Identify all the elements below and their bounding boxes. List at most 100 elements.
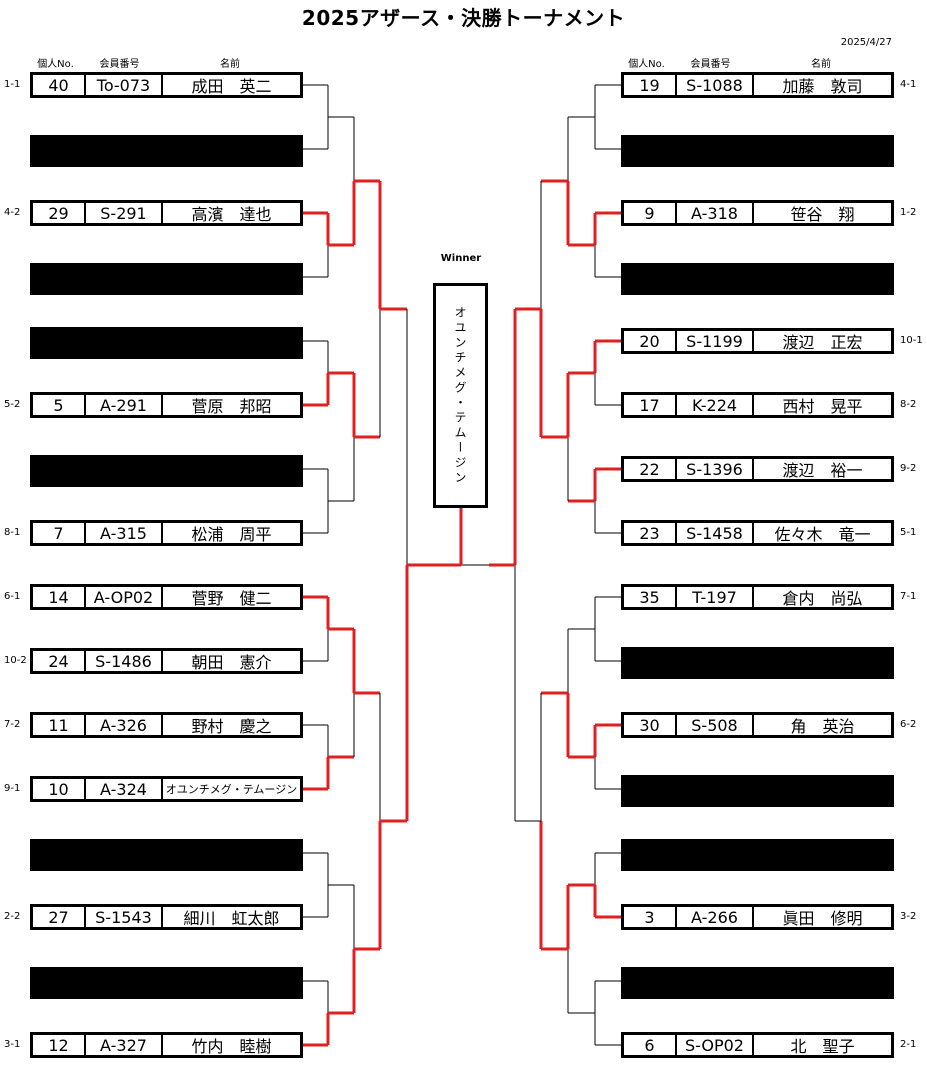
seed-label: 7-1 <box>900 591 917 602</box>
player-name: 菅野 健二 <box>191 589 272 607</box>
player-no: 3 <box>624 907 677 927</box>
right-bye-slot <box>621 263 894 295</box>
player-no: 20 <box>624 331 677 351</box>
seed-label: 5-1 <box>900 527 917 538</box>
player-no: 24 <box>33 651 86 671</box>
left-bye-slot <box>30 263 303 295</box>
seed-label: 6-1 <box>4 591 21 602</box>
player-no: 9 <box>624 203 677 223</box>
player-no: 10 <box>33 779 86 799</box>
player-name: 細川 虹太郎 <box>183 909 280 927</box>
seed-label: 8-2 <box>900 399 917 410</box>
header-member-right: 会員番号 <box>690 59 731 70</box>
member-id: A-OP02 <box>86 587 163 607</box>
player-name: 加藤 敦司 <box>782 77 863 95</box>
header-no-right: 個人No. <box>628 59 665 70</box>
player-name: 竹内 睦樹 <box>191 1037 272 1055</box>
player-no: 23 <box>624 523 677 543</box>
seed-label: 6-2 <box>900 719 917 730</box>
page-title: 2025アザース・決勝トーナメント <box>301 6 626 30</box>
member-id: A-327 <box>86 1035 163 1055</box>
player-name: 成田 英二 <box>191 77 272 95</box>
right-bye-slot <box>621 775 894 807</box>
right-bye-slot <box>621 839 894 871</box>
seed-label: 10-2 <box>4 655 27 666</box>
player-name: 倉内 尚弘 <box>782 589 863 607</box>
player-name: 北 聖子 <box>790 1037 855 1055</box>
player-no: 11 <box>33 715 86 735</box>
winner-box: オユンチメグ・テムージン <box>433 283 488 508</box>
player-name: 角 英治 <box>790 717 855 735</box>
seed-label: 9-2 <box>900 463 917 474</box>
player-name: 松浦 周平 <box>191 525 272 543</box>
left-bye-slot <box>30 839 303 871</box>
player-name: 西村 晃平 <box>782 397 863 415</box>
member-id: S-1199 <box>677 331 754 351</box>
member-id: A-291 <box>86 395 163 415</box>
seed-label: 8-1 <box>4 527 21 538</box>
seed-label: 10-1 <box>900 335 923 346</box>
seed-label: 4-2 <box>4 207 21 218</box>
member-id: S-1396 <box>677 459 754 479</box>
header-name-right: 名前 <box>811 59 831 70</box>
seed-label: 1-1 <box>4 79 21 90</box>
player-name: 渡辺 正宏 <box>782 333 863 351</box>
left-bye-slot <box>30 327 303 359</box>
player-name: 渡辺 裕一 <box>782 461 863 479</box>
winner-label: Winner <box>440 253 482 264</box>
right-bye-slot <box>621 647 894 679</box>
seed-label: 5-2 <box>4 399 21 410</box>
member-id: A-318 <box>677 203 754 223</box>
seed-label: 2-1 <box>900 1039 917 1050</box>
left-bye-slot <box>30 967 303 999</box>
player-no: 27 <box>33 907 86 927</box>
seed-label: 9-1 <box>4 783 21 794</box>
left-bye-slot <box>30 135 303 167</box>
player-no: 29 <box>33 203 86 223</box>
member-id: T-197 <box>677 587 754 607</box>
member-id: A-266 <box>677 907 754 927</box>
header-no-left: 個人No. <box>37 59 74 70</box>
member-id: S-1088 <box>677 75 754 95</box>
seed-label: 2-2 <box>4 911 21 922</box>
player-no: 7 <box>33 523 86 543</box>
player-no: 6 <box>624 1035 677 1055</box>
date-label: 2025/4/27 <box>840 37 892 48</box>
player-name: 佐々木 竜一 <box>774 525 871 543</box>
seed-label: 4-1 <box>900 79 917 90</box>
member-id: A-315 <box>86 523 163 543</box>
member-id: S-508 <box>677 715 754 735</box>
member-id: S-1486 <box>86 651 163 671</box>
member-id: S-291 <box>86 203 163 223</box>
seed-label: 3-1 <box>4 1039 21 1050</box>
player-name: オユンチメグ・テムージン <box>165 783 298 796</box>
left-bye-slot <box>30 455 303 487</box>
player-name: 眞田 修明 <box>782 909 863 927</box>
right-bye-slot <box>621 135 894 167</box>
player-no: 5 <box>33 395 86 415</box>
player-no: 40 <box>33 75 86 95</box>
member-id: A-324 <box>86 779 163 799</box>
player-name: 笹谷 翔 <box>790 205 855 223</box>
player-no: 12 <box>33 1035 86 1055</box>
player-name: 朝田 憲介 <box>191 653 272 671</box>
header-member-left: 会員番号 <box>99 59 140 70</box>
player-no: 19 <box>624 75 677 95</box>
player-no: 14 <box>33 587 86 607</box>
